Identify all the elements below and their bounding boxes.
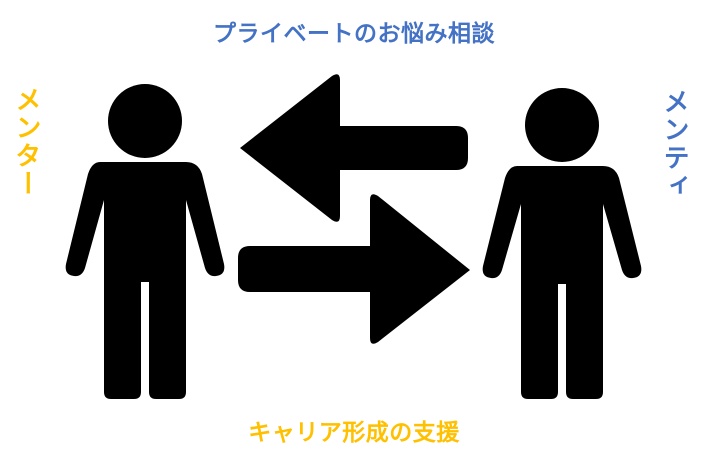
mentor-person-icon — [65, 84, 225, 399]
private-consultation-label: プライベートのお悩み相談 — [213, 21, 495, 47]
mentee-person-icon — [482, 88, 642, 399]
arrow-right-icon — [238, 194, 470, 344]
arrow-left-icon — [240, 74, 468, 222]
mentor-label: メンター — [11, 86, 41, 198]
mentee-label: メンティ — [659, 88, 689, 200]
career-support-label: キャリア形成の支援 — [248, 420, 460, 446]
